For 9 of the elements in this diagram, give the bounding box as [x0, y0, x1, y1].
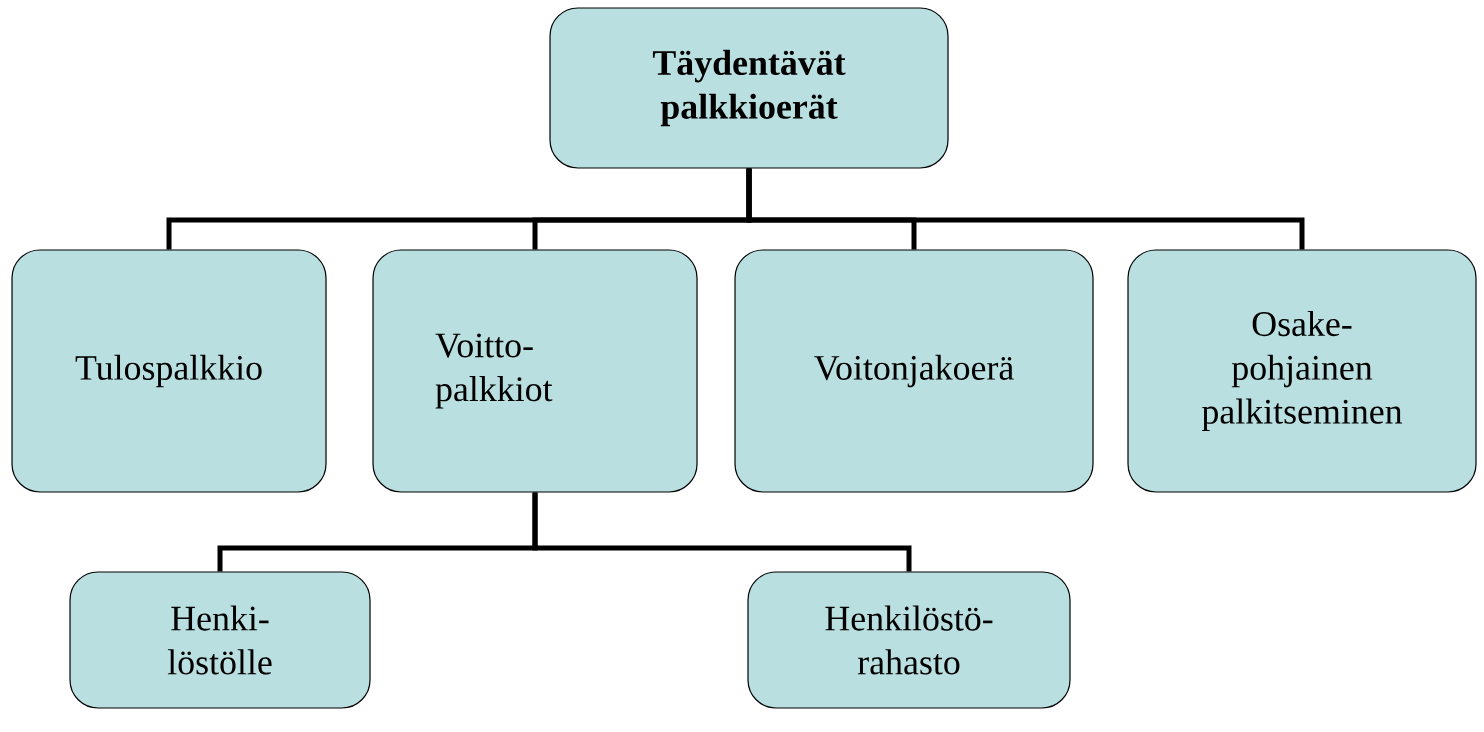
- rounded-box: Henkilöstö- rahasto: [747, 571, 1071, 709]
- rounded-box: Voitto- palkkiot: [372, 249, 698, 493]
- rounded-box: Voitonjakoerä: [734, 249, 1094, 493]
- rounded-box: Henki- löstölle: [69, 571, 371, 709]
- rounded-box: Osake- pohjainen palkitseminen: [1127, 249, 1477, 493]
- rounded-box: Tulospalkkio: [11, 249, 327, 493]
- connector: [746, 168, 1305, 250]
- connector: [532, 492, 912, 572]
- rounded-box: Täydentävät palkkioerät: [549, 7, 949, 169]
